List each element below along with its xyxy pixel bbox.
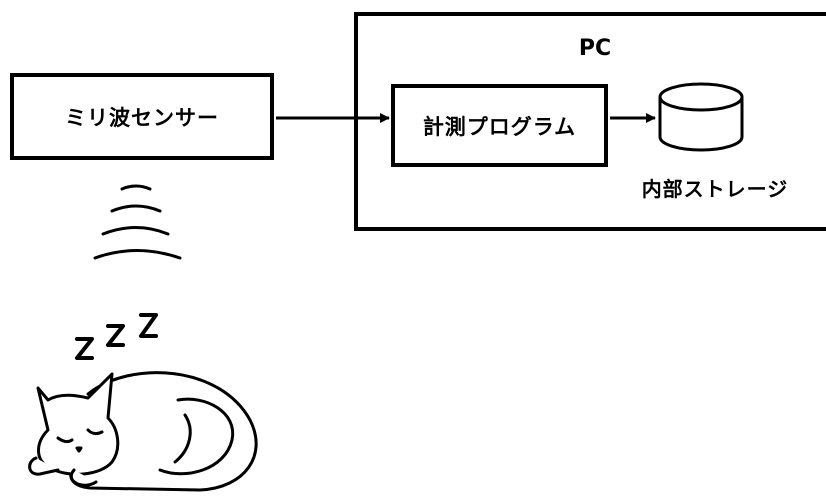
sleep-z-icon xyxy=(75,313,158,360)
sensor-label: ミリ波センサー xyxy=(65,105,219,130)
program-node: 計測プログラム xyxy=(391,84,608,167)
radio-waves-icon xyxy=(93,184,182,260)
pc-label: PC xyxy=(578,36,612,61)
sleeping-cat-icon xyxy=(28,371,258,492)
program-label: 計測プログラム xyxy=(422,114,577,139)
storage-label: 内部ストレージ xyxy=(641,177,789,201)
sensor-node: ミリ波センサー xyxy=(10,73,274,160)
